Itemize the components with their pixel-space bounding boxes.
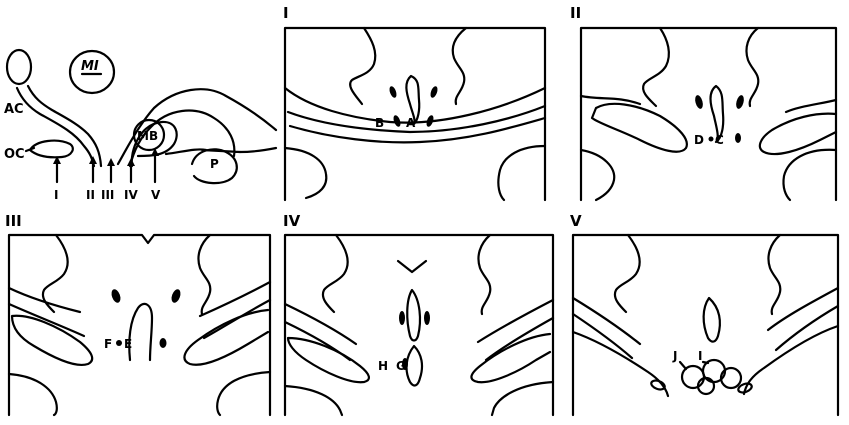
section-iv-bottom-right: [492, 382, 553, 415]
ac-tract: [17, 86, 101, 166]
oc-pointer: [26, 148, 34, 151]
oc-shape: [30, 141, 73, 158]
section-i-dot-b: [392, 114, 402, 127]
point-a-label: A: [406, 116, 416, 130]
ac-label: AC: [4, 102, 24, 117]
section-i-dot-2: [429, 85, 439, 98]
section-ii-dot-d: [709, 137, 714, 142]
point-j-label: J: [672, 349, 677, 363]
section-i-dot-1: [388, 85, 398, 98]
tail-line: [240, 148, 276, 152]
section-iii-outer-band-l: [9, 288, 84, 336]
point-j-leader: [680, 362, 686, 369]
oc-label: OC: [4, 147, 25, 162]
section-i-bottom-left: [285, 148, 326, 198]
section-iv-ventricle-lower: [407, 346, 422, 385]
point-f-label: F: [104, 337, 112, 351]
section-ii: II D C: [570, 4, 836, 200]
section-v-cortex-r: [744, 326, 838, 394]
ac-circle: [7, 50, 31, 84]
mb-label: MB: [137, 129, 158, 143]
section-iii-dot-e: [116, 340, 122, 346]
section-v-outer-band-l: [573, 298, 640, 358]
section-ii-bottom-left: [581, 150, 614, 200]
section-iv-left-gyrus: [323, 235, 348, 312]
section-v: V J I: [570, 212, 838, 415]
section-iii-left-gyrus: [43, 235, 68, 312]
point-c-label: C: [715, 133, 724, 147]
section-iii-bottom-right: [217, 372, 270, 415]
arrow-label-iii: III: [101, 188, 114, 202]
section-ii-left-gyrus: [643, 28, 669, 106]
section-iii-dot-1: [110, 288, 122, 304]
point-b-label: B: [375, 116, 384, 130]
arrow-label-i: I: [54, 188, 58, 202]
section-iv-dot-1: [399, 311, 405, 325]
p-label: P: [210, 157, 219, 171]
section-iv: IV H G: [283, 212, 553, 415]
section-iii-right-lobe: [184, 310, 268, 365]
section-iv-outer-band-r: [478, 300, 553, 360]
section-iv-v-mark: [398, 261, 426, 272]
section-iv-right-lobe: [471, 334, 550, 382]
arrow-label-v: V: [151, 188, 161, 202]
point-h-label: H: [378, 359, 388, 373]
arrow-label-iv: IV: [124, 188, 138, 202]
point-d-label: D: [694, 133, 704, 147]
section-ii-dot-1: [694, 94, 704, 109]
section-v-right-gyrus: [768, 235, 780, 314]
section-ii-frame: [581, 28, 836, 200]
section-ii-right-gyrus: [746, 28, 758, 106]
section-ii-dot-2: [735, 94, 745, 109]
section-arrows: [53, 148, 159, 182]
section-i-numeral: I: [283, 4, 289, 22]
section-iii-ventricle: [129, 304, 152, 360]
section-i: I B A: [283, 4, 545, 200]
point-g-label: G: [396, 359, 406, 373]
section-i-frame: [285, 28, 545, 200]
section-ii-bottom-right: [783, 150, 836, 200]
point-i-label: I: [698, 349, 702, 363]
section-iv-bottom-left: [285, 386, 342, 415]
section-iv-dot-2: [424, 311, 430, 325]
point-e-label: E: [124, 337, 132, 351]
section-v-left-gyrus: [615, 235, 640, 312]
section-iii-numeral: III: [5, 212, 22, 230]
point-i-leader: [703, 362, 708, 363]
section-i-left-gyrus: [350, 28, 375, 104]
section-ii-dot-c: [735, 133, 741, 143]
section-i-bottom-right: [498, 146, 545, 200]
arrow-label-ii: II: [86, 188, 95, 202]
section-iii: III F E: [5, 212, 270, 415]
section-v-numeral: V: [570, 212, 582, 230]
section-v-ventricle: [704, 298, 720, 342]
section-v-oval-left: [650, 379, 666, 391]
section-ii-right-lobe: [760, 114, 836, 154]
section-iii-right-gyrus: [198, 235, 210, 314]
mi-label: MI: [81, 59, 99, 74]
section-iv-right-gyrus: [478, 235, 490, 314]
section-iv-numeral: IV: [283, 212, 301, 230]
section-iii-dot-2: [170, 288, 182, 304]
section-v-body-3: [721, 368, 741, 388]
section-ii-left-lobe: [592, 104, 687, 152]
section-iii-dot-3: [160, 338, 167, 348]
overview-sketch: AC OC MI MB P I II III IV V: [4, 50, 276, 202]
section-ii-numeral: II: [570, 4, 581, 22]
section-iv-ventricle-upper: [407, 290, 420, 341]
section-i-right-gyrus: [453, 28, 466, 104]
section-iii-bottom-left: [9, 374, 57, 415]
